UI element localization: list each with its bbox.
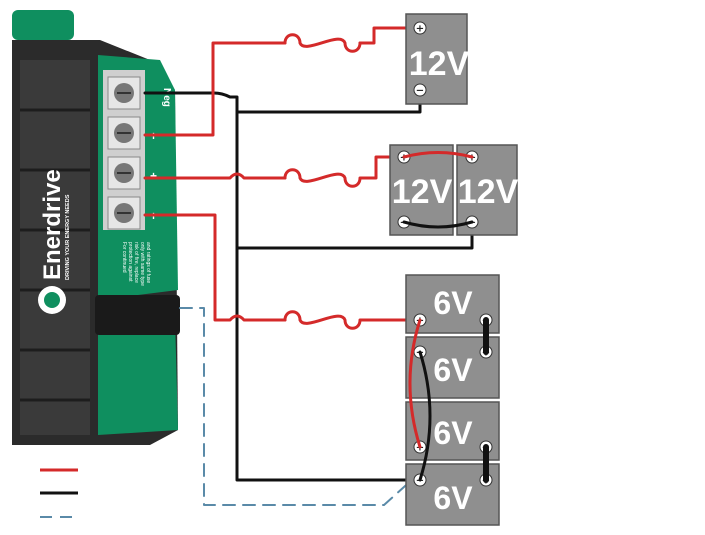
charger-tagline: DRIVING YOUR ENERGY NEEDS — [65, 194, 71, 280]
lower-panel — [98, 318, 178, 435]
terminal-pos-2 — [107, 156, 141, 190]
positive-wire-bank-2 — [143, 172, 287, 180]
link-positive-parallel — [408, 318, 422, 449]
svg-text:only with same type: only with same type — [139, 242, 145, 286]
charger-clip — [95, 295, 180, 335]
link-bank-2-negative — [402, 220, 474, 229]
interconnects — [402, 151, 489, 483]
battery-label: 6V — [433, 352, 473, 388]
charger: Enerdrive DRIVING YOUR ENERGY NEEDS Neg … — [12, 10, 180, 445]
link-negative-parallel — [418, 350, 432, 482]
terminal-neg — [107, 76, 141, 110]
fuse-warning: For continued protection against risk of… — [121, 242, 151, 286]
battery-6v-3c: + − 6V — [405, 401, 500, 461]
terminal-pos-3 — [107, 196, 141, 230]
negative-wire — [143, 91, 420, 482]
battery-6v-3d: − + 6V — [405, 463, 500, 526]
battery-label: 12V — [458, 173, 519, 211]
link-bank-2-positive — [402, 151, 474, 159]
battery-label: 12V — [392, 173, 453, 211]
negative-wire-bank-1 — [235, 88, 422, 114]
bank-2: + − 12V + − 12V — [389, 144, 519, 236]
svg-text:+: + — [416, 24, 424, 35]
charger-brand: Enerdrive — [39, 169, 66, 280]
logo-mark — [44, 292, 60, 308]
battery-label: 12V — [409, 45, 470, 83]
wires — [143, 26, 474, 506]
svg-text:−: − — [416, 86, 424, 97]
fuse-bank-1 — [283, 33, 362, 53]
bank-1: + − 12V — [405, 13, 470, 105]
terminal-pos-1 — [107, 116, 141, 150]
charger-bracket — [12, 10, 74, 40]
charger-fins — [20, 60, 90, 435]
svg-text:protection against: protection against — [127, 242, 133, 282]
sensor-wire — [179, 307, 415, 506]
battery-12v-2a: + − 12V — [389, 144, 454, 236]
battery-label: 6V — [433, 415, 473, 451]
battery-12v-1: + − 12V — [405, 13, 470, 105]
svg-text:For continued: For continued — [121, 242, 127, 273]
battery-12v-2b: + − 12V — [456, 144, 519, 236]
battery-label: 6V — [433, 480, 473, 516]
pos-label-2: + — [150, 169, 157, 183]
svg-text:risk of fire, replace: risk of fire, replace — [133, 242, 139, 283]
neg-label: Neg — [161, 88, 172, 107]
positive-wire-bank-3 — [143, 213, 287, 322]
bank-3: + − 6V − + 6V + − 6V − + 6V — [405, 274, 500, 526]
svg-text:and ratings of fuse: and ratings of fuse — [145, 242, 151, 283]
legend — [40, 468, 80, 518]
positive-wire-bank-1 — [143, 41, 287, 137]
battery-label: 6V — [433, 285, 473, 321]
fuse-bank-2 — [283, 155, 406, 188]
fuse-bank-3 — [283, 310, 422, 330]
